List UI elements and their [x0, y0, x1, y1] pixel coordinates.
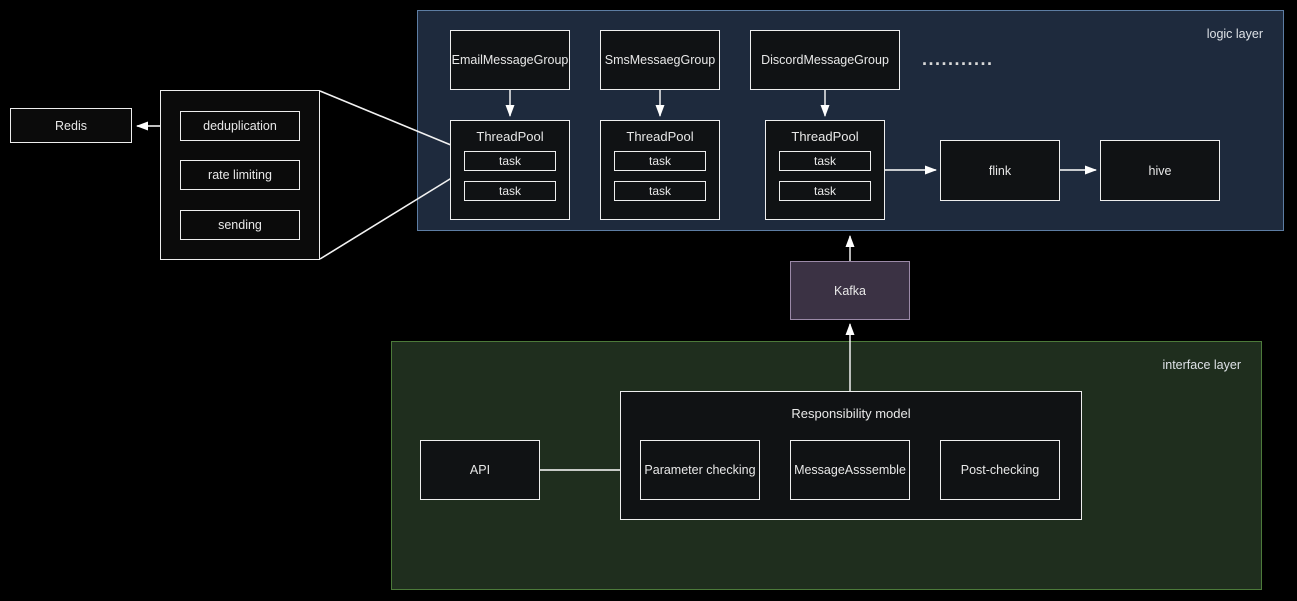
- node-task: task: [464, 151, 556, 171]
- flink-label: flink: [988, 163, 1012, 178]
- node-email-message-group: EmailMessageGroup: [450, 30, 570, 90]
- node-threadpool-discord: ThreadPool task task: [765, 120, 885, 220]
- node-task: task: [779, 151, 871, 171]
- kafka-label: Kafka: [834, 283, 866, 298]
- task-label: task: [498, 154, 521, 168]
- api-label: API: [469, 463, 491, 477]
- node-kafka: Kafka: [790, 261, 910, 320]
- task-label: task: [813, 184, 836, 198]
- task-label: task: [498, 184, 521, 198]
- logic-layer-label: logic layer: [1206, 27, 1263, 41]
- threadpool-label: ThreadPool: [626, 129, 694, 144]
- node-sending: sending: [180, 210, 300, 240]
- node-threadpool-sms: ThreadPool task task: [600, 120, 720, 220]
- node-post-checking: Post-checking: [940, 440, 1060, 500]
- node-task: task: [614, 151, 706, 171]
- node-parameter-checking: Parameter checking: [640, 440, 760, 500]
- node-sms-message-group: SmsMessaegGroup: [600, 30, 720, 90]
- parameter-checking-label: Parameter checking: [644, 463, 756, 477]
- node-hive: hive: [1100, 140, 1220, 201]
- message-assemble-label: MessageAsssemble: [794, 463, 906, 477]
- sms-message-group-label: SmsMessaegGroup: [604, 53, 716, 67]
- node-task: task: [464, 181, 556, 201]
- email-message-group-label: EmailMessageGroup: [451, 53, 569, 67]
- node-redis: Redis: [10, 108, 132, 143]
- node-deduplication: deduplication: [180, 111, 300, 141]
- deduplication-label: deduplication: [203, 119, 277, 133]
- interface-layer-label: interface layer: [1162, 358, 1241, 372]
- more-groups-ellipsis: ...........: [922, 49, 994, 69]
- threadpool-label: ThreadPool: [791, 129, 859, 144]
- rate-limiting-label: rate limiting: [208, 168, 272, 182]
- discord-message-group-label: DiscordMessageGroup: [761, 53, 889, 67]
- node-discord-message-group: DiscordMessageGroup: [750, 30, 900, 90]
- post-checking-label: Post-checking: [960, 463, 1040, 477]
- node-threadpool-email: ThreadPool task task: [450, 120, 570, 220]
- node-flink: flink: [940, 140, 1060, 201]
- node-message-assemble: MessageAsssemble: [790, 440, 910, 500]
- task-label: task: [648, 154, 671, 168]
- node-rate-limiting: rate limiting: [180, 160, 300, 190]
- task-label: task: [813, 154, 836, 168]
- threadpool-label: ThreadPool: [476, 129, 544, 144]
- node-api: API: [420, 440, 540, 500]
- redis-label: Redis: [55, 118, 87, 133]
- sending-label: sending: [218, 218, 262, 232]
- hive-label: hive: [1148, 163, 1172, 178]
- node-task: task: [779, 181, 871, 201]
- task-label: task: [648, 184, 671, 198]
- responsibility-model-label: Responsibility model: [791, 406, 911, 421]
- node-task: task: [614, 181, 706, 201]
